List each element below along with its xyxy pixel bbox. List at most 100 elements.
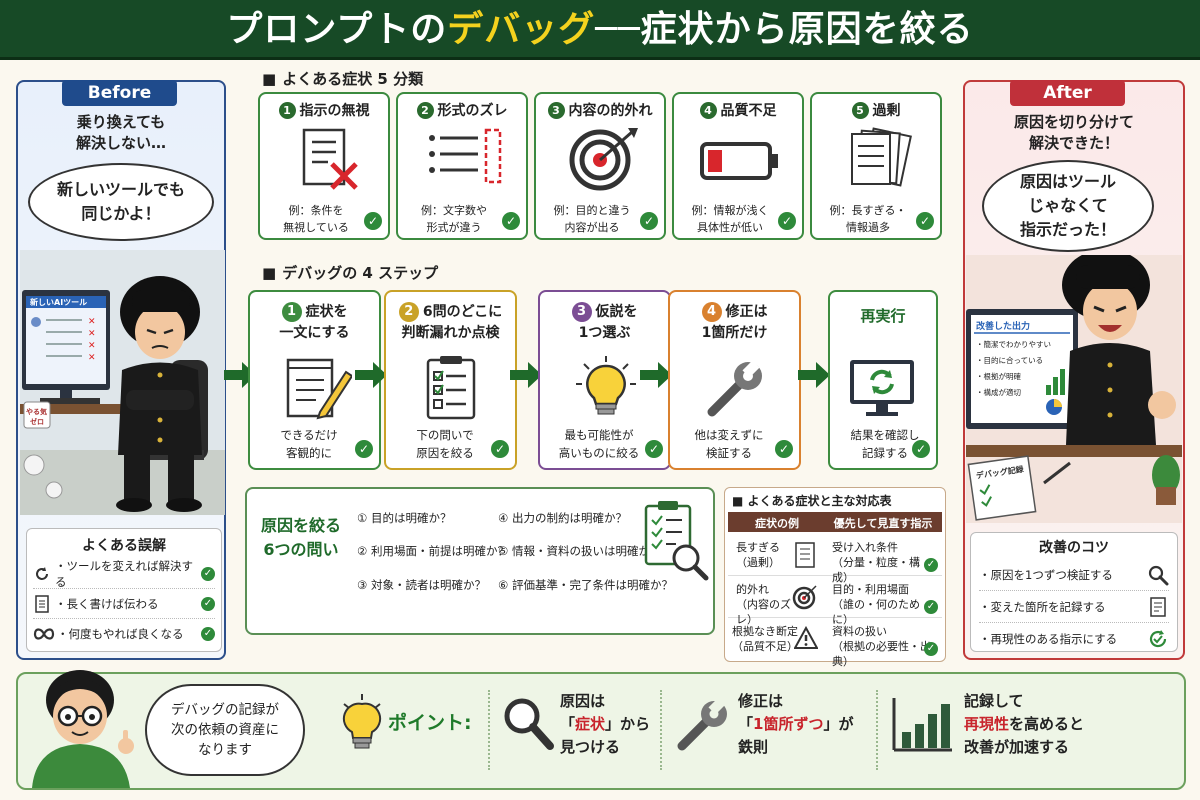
svg-text:・目的に合っている: ・目的に合っている: [976, 355, 1043, 365]
after-speech-bubble: 原因はツールじゃなくて指示だった！: [982, 160, 1154, 252]
svg-text:✕: ✕: [88, 341, 96, 351]
svg-text:・構成が適切: ・構成が適切: [976, 387, 1021, 397]
table-row: 的外れ（内容のズレ） 目的・利用場面（誰の・何のために） ✓: [728, 578, 942, 626]
question-item: ⑥ 評価基準・完了条件は明確か？: [498, 578, 673, 592]
before-tag: Before: [62, 80, 177, 106]
before-caption: 乗り換えても解決しない…: [75, 113, 166, 152]
check-icon: ✓: [924, 558, 938, 572]
warning-icon: [794, 626, 818, 649]
misconceptions-title: よくある誤解: [82, 538, 166, 554]
tip-item: ・変えた箇所を記録する: [979, 591, 1169, 623]
flow-arrow: [798, 362, 830, 388]
svg-text:・簡潔でわかりやすい: ・簡潔でわかりやすい: [976, 339, 1051, 349]
document-x-icon: [302, 128, 358, 190]
lightbulb-icon: [576, 356, 636, 415]
misconceptions-box: よくある誤解 ・ツールを変えれば解決する✓ ・長く書けば伝わる✓ ・何度もやれば…: [26, 528, 222, 652]
question-item: ② 利用場面・前提は明確か？: [357, 544, 509, 558]
question-item: ③ 対象・読者は明確か？: [357, 578, 486, 592]
check-icon: ✓: [916, 212, 934, 230]
check-icon: ✓: [778, 212, 796, 230]
wrench-icon: [677, 698, 727, 751]
check-icon: ✓: [201, 627, 215, 641]
title-highlight: デバッグ: [447, 9, 596, 50]
svg-text:・根拠が明確: ・根拠が明確: [976, 371, 1021, 381]
question-item: ④ 出力の制約は明確か？: [498, 511, 627, 525]
question-item: ① 目的は明確か？: [357, 511, 452, 525]
svg-text:✕: ✕: [88, 317, 96, 327]
divider: [660, 690, 662, 770]
misconception-item: ・長く書けば伝わる✓: [33, 589, 215, 619]
svg-text:✕: ✕: [88, 353, 96, 363]
clipboard-magnifier-icon: [644, 501, 709, 581]
tips-title: 改善のコツ: [1039, 540, 1109, 556]
check-icon: ✓: [201, 566, 215, 581]
point-record: 記録して 再現性を高めると 改善が加速する: [964, 692, 1085, 756]
happy-student-illustration: 改善した出力 ・簡潔でわかりやすい ・目的に合っている ・根拠が明確 ・構成が適…: [966, 255, 1182, 523]
question-item: ⑤ 情報・資料の扱いは明確か？: [498, 544, 662, 558]
svg-text:やる気: やる気: [26, 407, 47, 416]
six-questions-box: [245, 487, 715, 635]
flow-arrow: [510, 362, 542, 388]
after-caption: 原因を切り分けて解決できた！: [1013, 113, 1134, 152]
before-speech-bubble: 新しいツールでも同じかよ！: [28, 163, 214, 241]
monitor-title: 改善した出力: [976, 320, 1030, 332]
title-banner: [0, 0, 1200, 60]
steps-heading: デバッグの 4 ステップ: [262, 262, 438, 283]
low-battery-icon: [700, 142, 778, 180]
tip-item: ・原因を1つずつ検証する: [979, 559, 1169, 591]
flow-arrow: [640, 362, 672, 388]
refresh-icon: [36, 566, 48, 580]
point-label: ポイント:: [388, 712, 472, 734]
check-icon: ✓: [645, 440, 663, 458]
symptoms-heading: よくある症状 5 分類: [262, 68, 423, 89]
table-row: 根拠なき断定（品質不足） 資料の扱い（根拠の必要性・出典） ✓: [728, 620, 942, 668]
magnifier-icon: [504, 698, 554, 750]
svg-text:ゼロ: ゼロ: [30, 417, 44, 426]
misconception-item: ・何度もやれば良くなる✓: [33, 619, 215, 649]
document-icon: [35, 594, 49, 613]
target-icon: [792, 585, 817, 610]
list-format-icon: [429, 128, 502, 184]
check-icon: ✓: [491, 440, 509, 458]
monitor-refresh-icon: [850, 360, 914, 416]
magnifier-icon: [1148, 565, 1169, 585]
guide-speech-bubble: デバッグの記録が次の依頼の資産になります: [145, 684, 305, 776]
wrench-icon: [707, 360, 762, 417]
after-tag: After: [1010, 80, 1125, 106]
infinity-icon: [33, 628, 55, 640]
table-row: 長すぎる（過剰） 受け入れ条件（分量・粒度・構成） ✓: [728, 536, 942, 584]
check-icon: ✓: [502, 212, 520, 230]
step-card-rerun: 再実行 結果を確認し記録する ✓: [828, 290, 938, 470]
bar-chart-icon: [892, 698, 952, 752]
improvement-tips-box: 改善のコツ ・原因を1つずつ検証する ・変えた箇所を記録する ・再現性のある指示…: [970, 532, 1178, 652]
check-icon: ✓: [924, 642, 938, 656]
svg-text:✕: ✕: [88, 329, 96, 339]
check-icon: ✓: [364, 212, 382, 230]
page-title: プロンプトのデバッグ──症状から原因を絞る: [226, 9, 974, 50]
target-icon: [569, 128, 638, 191]
point-cause: 原因は 「症状」から 見つける: [560, 692, 651, 756]
clipboard-checklist-icon: [426, 356, 476, 420]
check-icon: ✓: [640, 212, 658, 230]
table-title: ■ よくある症状と主な対応表: [732, 494, 892, 508]
notepad-pencil-icon: [286, 358, 352, 420]
divider: [488, 690, 490, 770]
check-icon: ✓: [355, 440, 373, 458]
point-fix: 修正は 「1箇所ずつ」が 鉄則: [738, 692, 854, 756]
refresh-check-icon: [1149, 630, 1167, 648]
table-header: 症状の例 優先して見直す指示: [728, 512, 942, 532]
tip-item: ・再現性のある指示にする: [979, 623, 1169, 655]
divider: [876, 690, 878, 770]
check-icon: ✓: [775, 440, 793, 458]
document-icon: [795, 542, 815, 568]
monitor-title: 新しいAIツール: [30, 297, 87, 307]
flow-arrow: [355, 362, 387, 388]
frustrated-student-illustration: 新しいAIツール ✕ ✕ ✕ ✕ やる気 ゼロ: [20, 250, 225, 515]
misconception-item: ・ツールを変えれば解決する✓: [33, 559, 215, 589]
check-icon: ✓: [912, 440, 930, 458]
